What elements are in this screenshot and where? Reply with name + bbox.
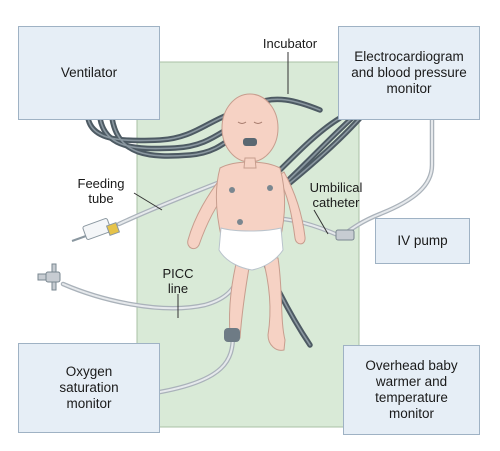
iv-connector	[335, 229, 355, 241]
iv-pump-label: IV pump	[397, 233, 448, 248]
umbilical-catheter-label: Umbilical catheter	[309, 180, 363, 210]
oxygen-monitor-box: Oxygen saturation monitor	[18, 343, 160, 433]
oxygen-monitor-label: Oxygen saturation monitor	[59, 364, 119, 411]
warmer-monitor-box: Overhead baby warmer and temperature mon…	[343, 345, 480, 435]
warmer-monitor-label: Overhead baby warmer and temperature mon…	[365, 358, 458, 421]
ecg-monitor-label: Electrocardiogram and blood pressure mon…	[351, 49, 467, 96]
diaper	[218, 227, 284, 271]
iv-pump-box: IV pump	[375, 218, 470, 264]
ventilator-label: Ventilator	[60, 65, 118, 80]
ventilator-box: Ventilator	[18, 26, 160, 120]
picc-line-label: PICC line	[162, 266, 194, 296]
baby-illustration	[187, 93, 306, 351]
stopcock-icon	[37, 263, 61, 291]
leader-lines	[133, 52, 329, 318]
feeding-tube-label: Feeding tube	[77, 176, 125, 206]
ecg-monitor-box: Electrocardiogram and blood pressure mon…	[338, 26, 480, 120]
baby-face	[237, 121, 263, 124]
incubator-label: Incubator	[262, 36, 318, 51]
ventilator-mask	[243, 138, 257, 146]
ecg-leads	[229, 185, 273, 225]
syringe-icon	[71, 218, 121, 242]
oxygen-sensor-foot	[224, 328, 240, 342]
